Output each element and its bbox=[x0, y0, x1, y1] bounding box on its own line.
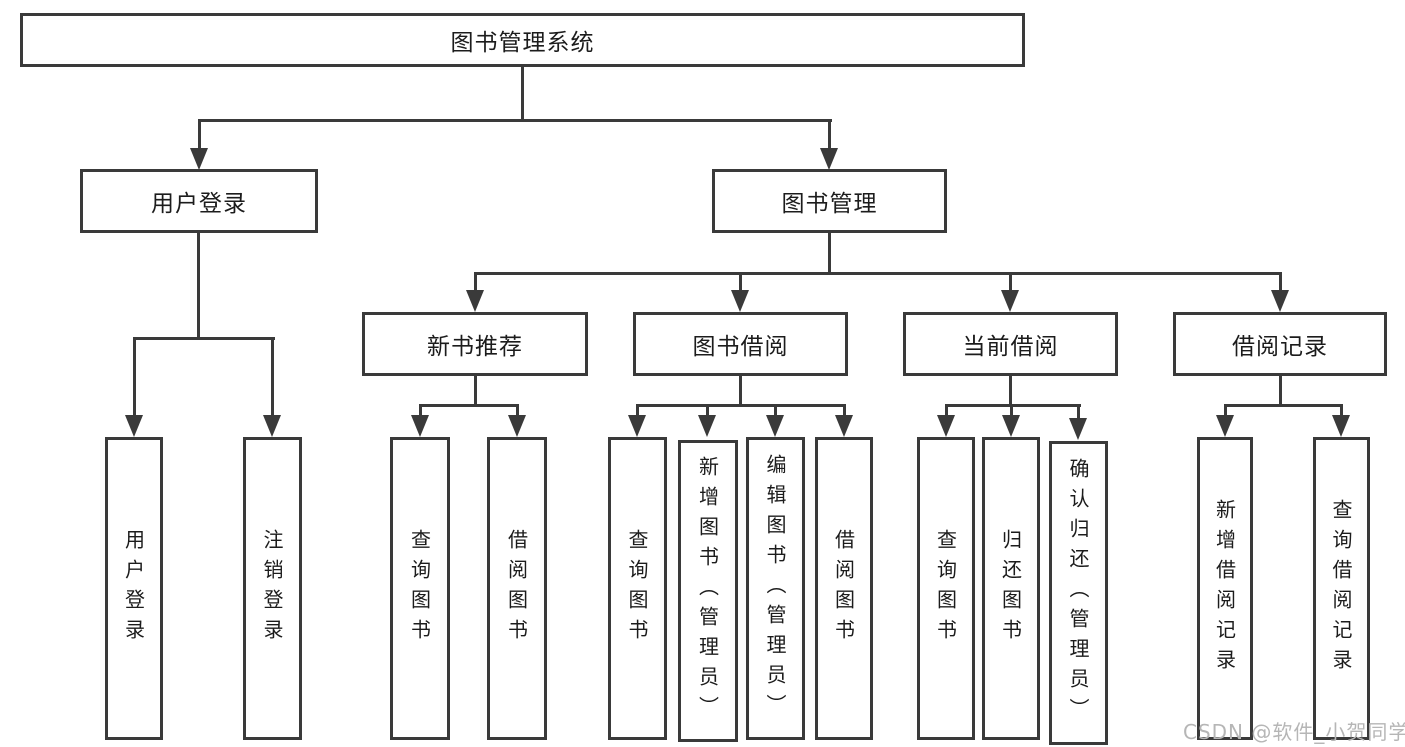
arrowhead-down bbox=[628, 415, 646, 437]
connector-line bbox=[419, 404, 519, 407]
arrowhead-down bbox=[766, 415, 784, 437]
connector-line bbox=[636, 404, 639, 418]
node-label: 图书借阅 bbox=[692, 334, 789, 360]
connector-line bbox=[739, 272, 742, 294]
connector-line bbox=[1224, 404, 1227, 418]
connector-line bbox=[198, 119, 832, 122]
connector-line bbox=[1279, 376, 1282, 407]
arrowhead-down bbox=[466, 290, 484, 312]
node-label: 新增图书（管理员） bbox=[695, 456, 720, 726]
node-book-borrow: 图书借阅 bbox=[633, 312, 848, 376]
node-new-book-recommend: 新书推荐 bbox=[362, 312, 588, 376]
arrowhead-down bbox=[411, 415, 429, 437]
node-label: 新增借阅记录 bbox=[1212, 498, 1237, 679]
node-label: 查询图书 bbox=[933, 528, 958, 649]
leaf-logout: 注销登录 bbox=[243, 437, 302, 740]
connector-line bbox=[1224, 404, 1343, 407]
arrowhead-down bbox=[1001, 290, 1019, 312]
arrowhead-down bbox=[1332, 415, 1350, 437]
node-label: 当前借阅 bbox=[962, 334, 1059, 360]
connector-line bbox=[1077, 404, 1080, 418]
arrowhead-down bbox=[1271, 290, 1289, 312]
connector-line bbox=[1009, 376, 1012, 407]
connector-line bbox=[843, 404, 846, 418]
leaf-query-books-recommend: 查询图书 bbox=[390, 437, 450, 740]
connector-line bbox=[516, 404, 519, 418]
node-label: 借阅图书 bbox=[831, 528, 856, 649]
leaf-query-books-borrow: 查询图书 bbox=[608, 437, 667, 740]
connector-line bbox=[474, 272, 477, 294]
arrowhead-down bbox=[190, 148, 208, 170]
connector-line bbox=[706, 404, 709, 418]
arrowhead-down bbox=[835, 415, 853, 437]
connector-line bbox=[828, 233, 831, 275]
node-user-login: 用户登录 bbox=[80, 169, 318, 233]
arrowhead-down bbox=[125, 415, 143, 437]
leaf-confirm-return-admin: 确认归还（管理员） bbox=[1049, 441, 1108, 745]
arrowhead-down bbox=[731, 290, 749, 312]
connector-line bbox=[1009, 272, 1012, 294]
node-label: 归还图书 bbox=[998, 528, 1023, 649]
connector-line bbox=[474, 272, 1282, 275]
arrowhead-down bbox=[1069, 418, 1087, 440]
arrowhead-down bbox=[698, 415, 716, 437]
node-label: 查询图书 bbox=[625, 528, 649, 649]
arrowhead-down bbox=[508, 415, 526, 437]
leaf-user-login: 用户登录 bbox=[105, 437, 163, 740]
node-current-borrow: 当前借阅 bbox=[903, 312, 1118, 376]
leaf-edit-books-admin: 编辑图书（管理员） bbox=[746, 437, 805, 740]
connector-line bbox=[474, 376, 477, 407]
connector-line bbox=[945, 404, 948, 418]
connector-line bbox=[521, 66, 524, 121]
connector-line bbox=[133, 337, 275, 340]
leaf-query-borrow-record: 查询借阅记录 bbox=[1313, 437, 1370, 740]
leaf-return-books: 归还图书 bbox=[982, 437, 1040, 740]
node-label: 新书推荐 bbox=[427, 334, 523, 360]
connector-line bbox=[945, 404, 1081, 407]
connector-line bbox=[739, 376, 742, 407]
node-label: 借阅记录 bbox=[1232, 334, 1328, 360]
arrowhead-down bbox=[263, 415, 281, 437]
node-borrow-records: 借阅记录 bbox=[1173, 312, 1387, 376]
node-label: 确认归还（管理员） bbox=[1066, 458, 1090, 728]
node-label: 用户登录 bbox=[151, 191, 247, 217]
connector-line bbox=[271, 337, 274, 417]
connector-line bbox=[198, 119, 201, 151]
node-label: 用户登录 bbox=[121, 528, 146, 649]
leaf-add-books-admin: 新增图书（管理员） bbox=[678, 440, 738, 742]
leaf-query-books-current: 查询图书 bbox=[917, 437, 975, 740]
connector-line bbox=[197, 233, 200, 340]
node-book-management: 图书管理 bbox=[712, 169, 947, 233]
arrowhead-down bbox=[820, 148, 838, 170]
leaf-add-borrow-record: 新增借阅记录 bbox=[1197, 437, 1253, 740]
connector-line bbox=[828, 119, 831, 151]
node-label: 查询借阅记录 bbox=[1329, 498, 1353, 679]
leaf-borrow-books: 借阅图书 bbox=[815, 437, 873, 740]
connector-line bbox=[1010, 404, 1013, 418]
connector-line bbox=[1279, 272, 1282, 294]
leaf-borrow-books-recommend: 借阅图书 bbox=[487, 437, 547, 740]
node-label: 借阅图书 bbox=[504, 528, 529, 649]
connector-line bbox=[419, 404, 422, 418]
connector-line bbox=[636, 404, 846, 407]
arrowhead-down bbox=[1002, 415, 1020, 437]
node-label: 注销登录 bbox=[260, 528, 284, 649]
arrowhead-down bbox=[937, 415, 955, 437]
connector-line bbox=[133, 337, 136, 417]
connector-line bbox=[1340, 404, 1343, 418]
node-root-library-system: 图书管理系统 bbox=[20, 13, 1025, 67]
connector-line bbox=[774, 404, 777, 418]
node-label: 图书管理系统 bbox=[450, 30, 595, 56]
node-label: 查询图书 bbox=[407, 528, 432, 649]
node-label: 图书管理 bbox=[781, 191, 878, 217]
arrowhead-down bbox=[1216, 415, 1234, 437]
watermark: CSDN @软件_小贺同学 bbox=[1183, 720, 1405, 744]
node-label: 编辑图书（管理员） bbox=[763, 453, 787, 724]
